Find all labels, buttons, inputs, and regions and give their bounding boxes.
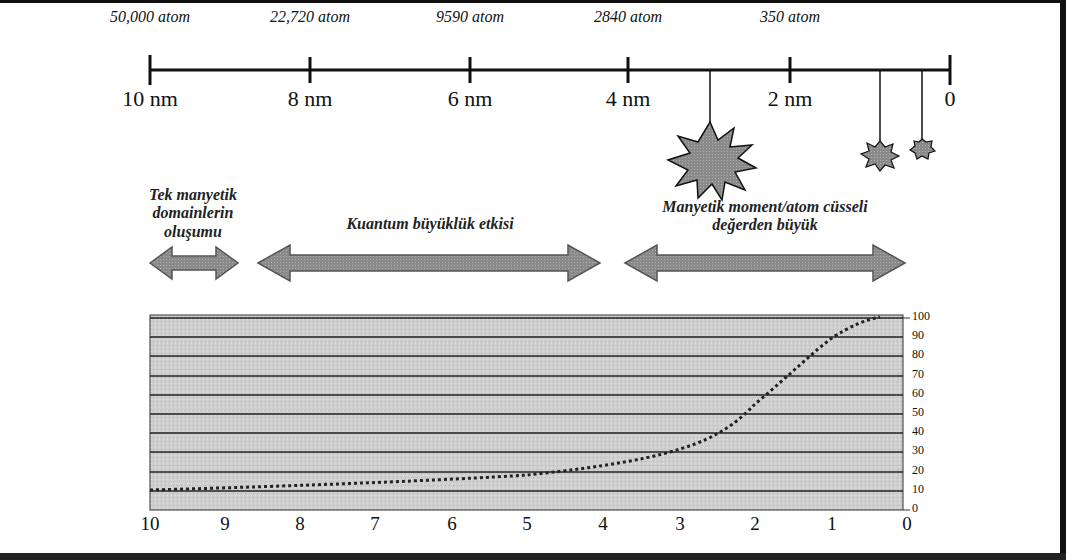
x-axis-tick: 6 [432,513,472,535]
atom-count: 9590 atom [410,8,530,26]
y-axis-tick: 40 [912,425,942,439]
x-axis-tick: 9 [205,513,245,535]
x-axis-tick: 7 [355,513,395,535]
atom-count: 50,000 atom [90,8,210,26]
y-axis-tick: 70 [912,368,942,382]
size-label: 10 nm [110,86,190,111]
x-axis-tick: 2 [735,513,775,535]
x-axis-tick: 5 [507,513,547,535]
x-axis-tick: 4 [583,513,623,535]
atom-count: 350 atom [730,8,850,26]
y-axis-tick: 50 [912,406,942,420]
size-label: 4 nm [588,86,668,111]
y-axis-tick: 0 [912,502,942,516]
y-axis-tick: 10 [912,483,942,497]
size-label: 8 nm [270,86,350,111]
region-label: Manyetik moment/atom cüsseli değerden bü… [635,198,895,235]
y-axis-tick: 90 [912,329,942,343]
size-label: 2 nm [750,86,830,111]
x-axis-tick: 8 [280,513,320,535]
x-axis-tick: 3 [660,513,700,535]
y-axis-tick: 20 [912,464,942,478]
size-label: 6 nm [430,86,510,111]
y-axis-tick: 30 [912,444,942,458]
x-axis-tick: 10 [130,513,170,535]
x-axis-tick: 1 [812,513,852,535]
y-axis-tick: 80 [912,348,942,362]
y-axis-tick: 60 [912,387,942,401]
region-label: Kuantum büyüklük etkisi [330,215,530,233]
atom-count: 2840 atom [568,8,688,26]
size-label: 0 [910,86,990,111]
atom-count: 22,720 atom [250,8,370,26]
region-label: Tek manyetik domainlerin oluşumu [133,186,253,241]
x-axis-tick: 0 [887,513,927,535]
y-axis-tick: 100 [912,310,942,324]
